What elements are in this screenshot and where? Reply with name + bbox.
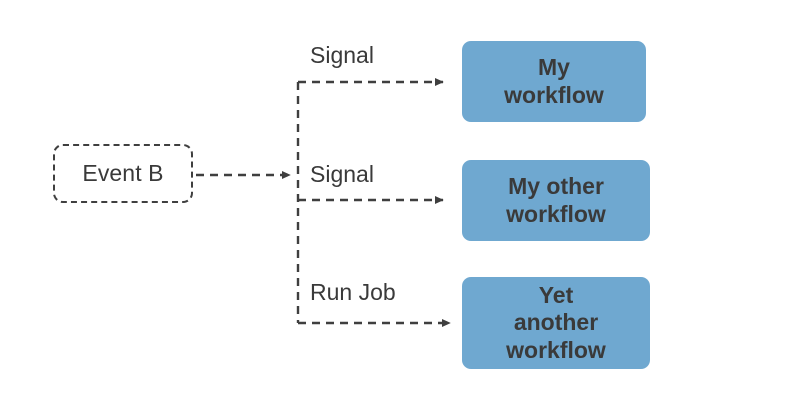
- edge-label-signal-2: Signal: [310, 161, 374, 187]
- edge-label-run-job: Run Job: [310, 279, 396, 305]
- workflow-label-line-1: My: [538, 54, 570, 81]
- workflow-node-yet-another-workflow[interactable]: Yet another workflow: [462, 277, 650, 369]
- workflow-node-my-workflow[interactable]: My workflow: [462, 41, 646, 122]
- workflow-node-label: My other workflow: [506, 173, 606, 227]
- event-node-label: Event B: [82, 160, 164, 186]
- workflow-label-line-2: workflow: [506, 200, 606, 227]
- workflow-label-line-1: My other: [508, 173, 604, 200]
- workflow-label-line-2: workflow: [504, 81, 604, 108]
- workflow-node-label: Yet another workflow: [506, 282, 606, 363]
- workflow-node-label: My workflow: [504, 54, 604, 108]
- workflow-node-my-other-workflow[interactable]: My other workflow: [462, 160, 650, 241]
- workflow-label-line-2: another: [513, 309, 599, 336]
- event-node[interactable]: Event B: [53, 144, 193, 203]
- edge-label-signal-1: Signal: [310, 42, 374, 68]
- workflow-label-line-1: Yet: [538, 282, 574, 309]
- workflow-label-line-3: workflow: [506, 336, 606, 363]
